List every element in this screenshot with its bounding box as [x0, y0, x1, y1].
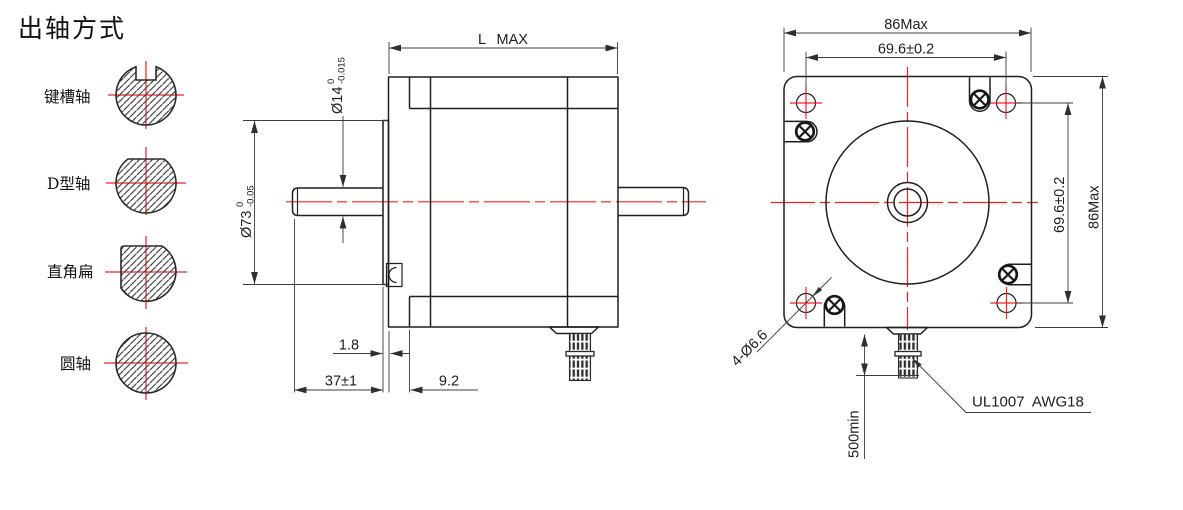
keyway-shaft-section	[115, 65, 177, 126]
rear-shaft	[618, 186, 690, 217]
wire-clamp-detail	[385, 262, 403, 288]
dim-label-hole-spacing-top: 69.6±0.2	[878, 42, 934, 58]
dim-length-lmax: L MAX	[388, 32, 618, 74]
lead-wire-exit	[885, 326, 929, 379]
dim-label-width-max: 86Max	[884, 17, 928, 33]
dim-hole-spacing-top: 69.6±0.2	[805, 42, 1007, 91]
shaft-type-keyway: 键槽轴	[44, 61, 184, 129]
dim-label-height-max: 86Max	[1087, 185, 1103, 229]
dim-label-wire-spec: UL1007 AWG18	[972, 394, 1084, 411]
pilot-boss	[382, 119, 390, 286]
round-shaft-section	[115, 332, 177, 394]
leader-arrowhead	[812, 286, 823, 297]
dim-flange-thickness: 9.2	[410, 374, 478, 394]
dim-label-shaft-dia-upper-tol: 0	[326, 79, 337, 84]
screw-icon	[824, 294, 845, 316]
cable-collar	[894, 350, 922, 357]
shaft-output-section: 出轴方式 键槽轴 D型轴 直角扁	[18, 14, 188, 400]
lead-wire-exit	[548, 326, 600, 382]
screw-icon	[969, 89, 990, 110]
dim-label-shaft-length: 37±1	[325, 374, 357, 390]
shaft-type-round: 圆轴	[60, 327, 188, 400]
dim-label-shaft-dia: Ø14	[330, 87, 346, 114]
callout-mounting-holes: 4-Ø6.6	[729, 277, 832, 370]
mounting-hole	[790, 87, 822, 119]
dim-label-shaft-dia-lower-tol: -0.015	[337, 57, 348, 84]
screw-icon	[997, 264, 1019, 285]
dim-boss-depth: 1.8	[333, 338, 410, 357]
dim-label-lead-length: 500min	[847, 410, 863, 458]
center-crosshair	[771, 67, 1038, 330]
dim-pilot-diameter: Ø73 0 -0.05	[235, 120, 388, 285]
dim-width-max: 86Max	[783, 17, 1032, 72]
dim-label-pilot-dia-upper-tol: 0	[235, 202, 246, 207]
shaft-type-label: 圆轴	[60, 355, 91, 373]
shaft-bore-circle	[893, 188, 922, 217]
cable	[568, 332, 592, 382]
dim-bottom-group: 1.8 37±1 9.2	[294, 219, 478, 394]
dim-label-hole-spacing-right: 69.6±0.2	[1052, 177, 1068, 233]
shaft-outer-circle	[886, 181, 929, 224]
dim-shaft-diameter: Ø14 0 -0.015	[326, 57, 348, 243]
cable-collar	[565, 350, 595, 357]
shaft-type-label: 键槽轴	[44, 88, 91, 106]
right-angle-flat-section	[120, 245, 177, 303]
dim-lead-length: 500min	[847, 334, 919, 459]
section-title: 出轴方式	[18, 14, 126, 43]
pilot-circle	[825, 120, 990, 285]
dim-label-flange-thickness: 9.2	[439, 374, 459, 390]
dim-height-max: 86Max	[1033, 76, 1108, 328]
dim-label-pilot-dia-lower-tol: -0.05	[246, 185, 257, 207]
front-shaft	[291, 187, 383, 217]
screw-icon	[794, 121, 816, 142]
leader-arrowhead	[911, 357, 922, 368]
side-view: L MAX Ø14 0 -0.015 Ø73 0 -0.05	[235, 32, 706, 394]
dim-label-boss-depth: 1.8	[339, 338, 359, 354]
callout-wire-spec: UL1007 AWG18	[911, 357, 1091, 413]
dim-hole-spacing-right: 69.6±0.2	[1016, 102, 1073, 304]
d-shaft-section	[115, 158, 177, 214]
dim-shaft-length: 37±1	[294, 374, 383, 394]
shaft-type-label: 直角扁	[47, 263, 94, 281]
shaft-type-d: D型轴	[47, 147, 186, 215]
cover-screws	[784, 77, 1031, 327]
shaft-type-label: D型轴	[47, 175, 90, 193]
dim-label-lmax: L MAX	[478, 32, 528, 48]
dim-label-pilot-dia: Ø73	[239, 211, 255, 238]
shaft-type-right-angle-flat: 直角扁	[47, 236, 187, 309]
front-view: 86Max 69.6±0.2 69.6±0.2 86Max	[729, 17, 1108, 459]
dim-label-mounting-holes: 4-Ø6.6	[729, 327, 772, 370]
